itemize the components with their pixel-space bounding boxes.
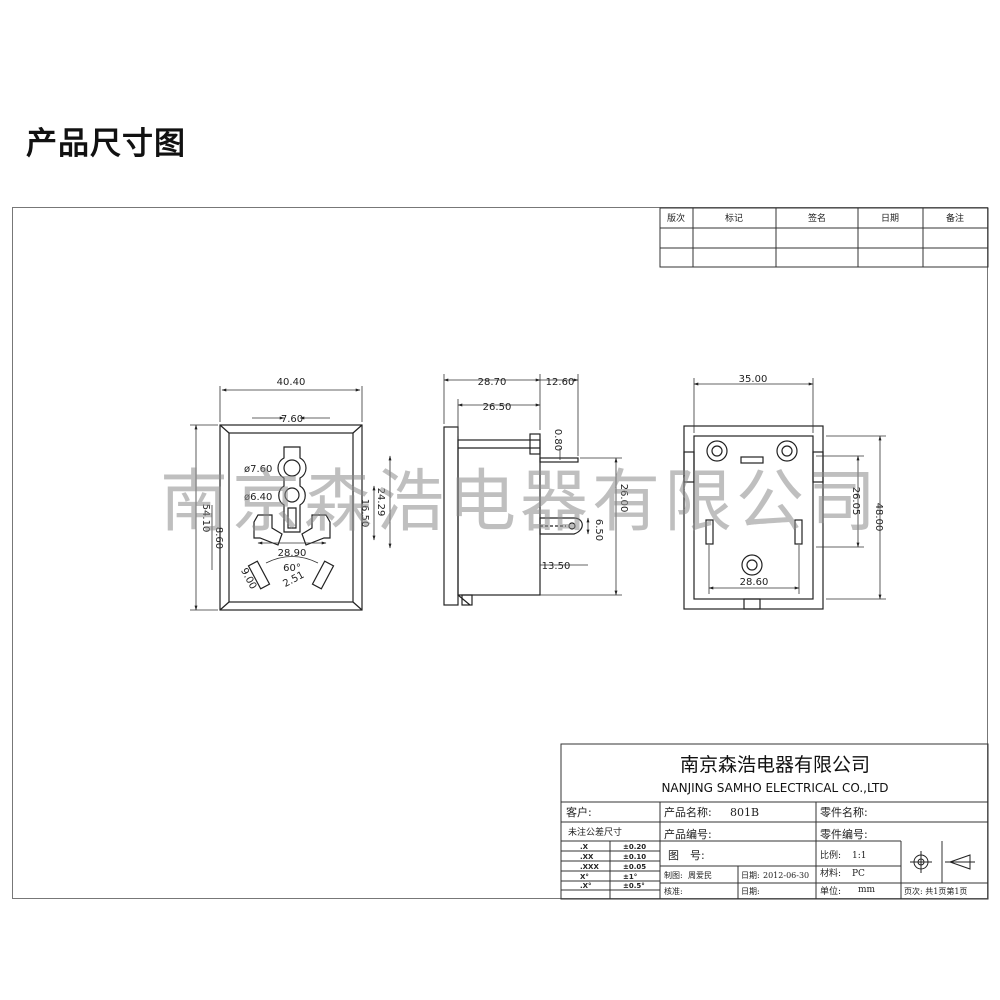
dim-front-height: 54.10 xyxy=(200,504,211,533)
title-material-value: PC xyxy=(852,869,865,879)
dim-side-height: 26.00 xyxy=(618,484,629,513)
title-unit-label: 单位: xyxy=(820,885,841,897)
tol-val-3: ±1° xyxy=(623,873,637,881)
title-drafter-label: 制图: xyxy=(664,870,683,880)
tol-fmt-0: .X xyxy=(580,843,589,851)
rev-col-mark: 标记 xyxy=(725,212,743,224)
title-scale-value: 1:1 xyxy=(852,851,866,861)
tol-fmt-1: .XX xyxy=(580,853,594,861)
side-view-dimension-lines xyxy=(443,374,622,596)
dim-front-inner-h1: 16.50 xyxy=(359,499,370,528)
front-view xyxy=(219,424,363,611)
title-date-value: 2012-06-30 xyxy=(763,871,809,880)
tol-fmt-4: .X° xyxy=(580,882,592,890)
title-drafter-value: 周爱民 xyxy=(688,871,712,880)
title-tolerance-title: 未注公差尺寸 xyxy=(568,826,622,838)
dim-side-depth: 28.70 xyxy=(478,377,507,388)
title-page-label: 页次: 共1页第1页 xyxy=(904,886,967,896)
title-part-name-label: 零件名称: xyxy=(820,805,868,819)
dim-front-inner-h2: 24.29 xyxy=(375,488,386,517)
back-view-dimension-lines xyxy=(693,378,886,600)
dim-back-width: 35.00 xyxy=(739,374,768,385)
dim-back-height: 48.00 xyxy=(873,503,884,532)
title-company-cn: 南京森浩电器有限公司 xyxy=(680,754,870,776)
title-drawing-no-label: 图 号: xyxy=(668,849,705,862)
dim-back-inner-h: 26.05 xyxy=(850,487,861,516)
title-block-grid xyxy=(560,743,989,900)
first-angle-projection-icon xyxy=(910,851,975,873)
dim-side-pin-ext: 12.60 xyxy=(546,377,575,388)
title-company-en: NANJING SAMHO ELECTRICAL CO.,LTD xyxy=(661,781,888,795)
dim-side-pin-d: 6.50 xyxy=(593,519,604,541)
title-product-name-value: 801B xyxy=(730,806,759,819)
dim-front-top-gap: 7.60 xyxy=(281,414,303,425)
company-watermark: 南京森浩电器有限公司 xyxy=(160,463,880,542)
rev-col-version: 版次 xyxy=(667,212,685,224)
page-title: 产品尺寸图 xyxy=(26,126,186,162)
rev-col-note: 备注 xyxy=(946,212,964,224)
back-view xyxy=(683,425,824,610)
dim-front-pin-l: 9.00 xyxy=(238,566,258,591)
rev-col-sign: 签名 xyxy=(808,212,826,224)
tol-fmt-3: X° xyxy=(580,873,589,881)
dim-side-body-depth: 26.50 xyxy=(483,402,512,413)
dim-side-thickness: 0.80 xyxy=(552,429,563,451)
dim-front-pin-span: 28.90 xyxy=(278,548,307,559)
title-product-name-label: 产品名称: xyxy=(664,805,712,819)
drawing-sheet-border xyxy=(12,207,988,899)
title-checker-label: 核准: xyxy=(664,886,683,896)
title-date-label: 日期: xyxy=(741,871,760,880)
title-part-code-label: 零件编号: xyxy=(820,827,868,841)
tol-fmt-2: .XXX xyxy=(580,863,599,871)
dim-back-hole-span: 28.60 xyxy=(740,577,769,588)
title-scale-label: 比例: xyxy=(820,849,841,861)
front-view-dimension-lines xyxy=(190,386,392,611)
dim-side-pin-len: 13.50 xyxy=(542,561,571,572)
tol-val-2: ±0.05 xyxy=(623,863,646,871)
rev-col-date: 日期 xyxy=(881,213,899,224)
title-product-code-label: 产品编号: xyxy=(664,827,712,841)
dim-front-dia2: ø6.40 xyxy=(244,492,272,503)
title-date2-label: 日期: xyxy=(741,887,760,896)
title-customer-label: 客户: xyxy=(566,805,592,819)
title-unit-value: mm xyxy=(858,885,876,895)
title-material-label: 材料: xyxy=(820,867,841,879)
dim-front-angle: 60° xyxy=(283,563,301,574)
revision-table xyxy=(659,207,989,268)
dim-front-width: 40.40 xyxy=(277,377,306,388)
tol-val-0: ±0.20 xyxy=(623,843,646,851)
dim-front-dia1: ø7.60 xyxy=(244,464,272,475)
tol-val-1: ±0.10 xyxy=(623,853,646,861)
dim-front-left-offset: 8.60 xyxy=(213,527,224,549)
tol-val-4: ±0.5° xyxy=(623,882,645,890)
side-view xyxy=(443,426,583,606)
